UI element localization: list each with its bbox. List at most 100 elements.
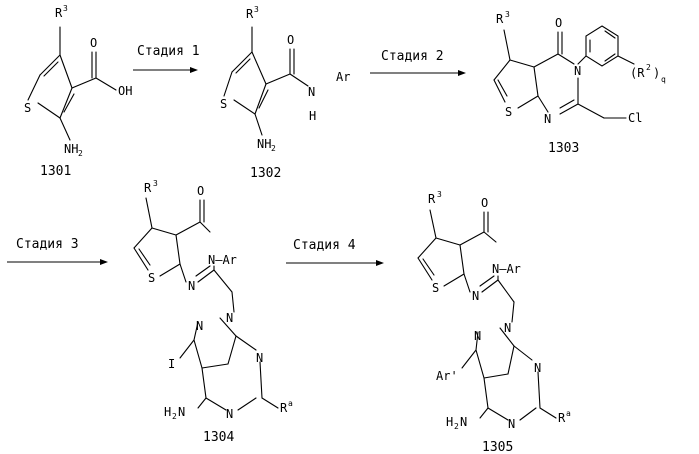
bond	[460, 245, 464, 274]
bond	[260, 362, 262, 398]
bond	[290, 74, 308, 86]
bond	[180, 340, 194, 358]
atom-ar-prime: Ar'	[436, 369, 458, 383]
atom-superscript: 3	[153, 179, 158, 188]
bond	[560, 104, 578, 114]
atom-n: N	[226, 311, 233, 325]
atom-r: R	[246, 7, 254, 21]
atom-n: N	[474, 329, 481, 343]
bond	[198, 398, 206, 408]
atom-n: N	[534, 361, 541, 375]
bond	[134, 228, 152, 248]
bond	[538, 372, 540, 408]
bond	[60, 88, 72, 118]
atom-h2n: H	[164, 405, 171, 419]
stage-1-label: Стадия 1	[137, 44, 200, 59]
stage-4-arrow: Стадия 4	[286, 238, 384, 266]
atom-n-ar: N—Ar	[492, 262, 521, 276]
atom-i: I	[168, 357, 175, 371]
bond	[234, 100, 255, 114]
compound-label-1301: 1301	[40, 164, 71, 179]
bond	[176, 222, 200, 235]
atom-n: N	[574, 64, 581, 78]
bond	[96, 78, 116, 90]
bond	[180, 264, 186, 282]
bond	[514, 346, 532, 360]
bond	[206, 398, 226, 410]
bond	[464, 274, 470, 292]
atom-s: S	[432, 281, 439, 295]
bond	[418, 238, 436, 258]
bond	[498, 280, 514, 302]
bond	[202, 364, 228, 368]
arrow-head	[376, 260, 384, 266]
bond	[146, 198, 152, 228]
atom-r: R	[144, 181, 152, 195]
bond	[202, 368, 206, 398]
compound-1302: R 3 S O N H Ar NH 2 1302	[220, 5, 350, 181]
atom-h2n: H	[446, 415, 453, 429]
bond	[423, 259, 434, 275]
atom-o: O	[287, 33, 294, 47]
atom-superscript: 3	[63, 4, 68, 13]
bond	[605, 54, 615, 61]
bond	[38, 103, 60, 118]
bond	[444, 274, 464, 286]
bond	[232, 292, 234, 312]
bond	[512, 302, 514, 322]
atom-r: R	[496, 12, 504, 26]
bond	[152, 228, 176, 235]
atom-o: O	[555, 16, 562, 30]
bond	[255, 84, 266, 114]
arrow-head	[190, 67, 198, 73]
atom-superscript: a	[288, 399, 293, 408]
bond	[262, 398, 278, 408]
compound-label-1303: 1303	[548, 141, 579, 156]
atom-cl: Cl	[628, 111, 642, 125]
bond	[238, 398, 256, 410]
stage-2-label: Стадия 2	[381, 49, 444, 64]
atom-r2-open: (R	[630, 66, 645, 80]
atom-nh2: NH	[64, 142, 78, 156]
bond	[266, 74, 290, 84]
bond	[40, 55, 60, 75]
atom-n: N	[256, 351, 263, 365]
bond	[60, 118, 70, 140]
bond	[214, 270, 232, 292]
bond	[534, 67, 538, 96]
compound-1303: R 3 S N N O Cl (R 2 ) q 1303	[494, 10, 666, 156]
atom-s: S	[505, 105, 512, 119]
bond	[236, 336, 256, 350]
bond	[200, 222, 210, 232]
bond	[460, 232, 484, 245]
bond	[578, 104, 604, 118]
bond	[508, 346, 514, 374]
atom-subscript: 2	[78, 149, 83, 158]
compound-1301: R 3 S O OH NH 2 1301	[24, 4, 132, 179]
compound-1305: R 3 S N N—Ar O N N N N Ar' R a H 2 N 130…	[418, 190, 571, 454]
atom-r2-close: )	[653, 66, 660, 80]
bond	[558, 54, 574, 64]
atom-oh: OH	[118, 84, 132, 98]
bond	[72, 78, 96, 88]
compound-label-1305: 1305	[482, 440, 513, 454]
atom-n-ar: N—Ar	[208, 253, 237, 267]
atom-n: N	[504, 321, 511, 335]
compound-label-1304: 1304	[203, 430, 234, 445]
bond	[484, 374, 508, 378]
atom-superscript: a	[566, 409, 571, 418]
bond	[578, 56, 586, 64]
atom-nh2: NH	[257, 137, 271, 151]
atom-n: N	[308, 85, 315, 99]
bond	[176, 235, 180, 264]
arrow-head	[100, 259, 108, 265]
atom-n: N	[178, 405, 185, 419]
atom-r: R	[55, 6, 63, 20]
atom-ar: Ar	[336, 70, 350, 84]
atom-n: N	[460, 415, 467, 429]
arrow-head	[458, 70, 466, 76]
stage-2-arrow: Стадия 2	[370, 49, 466, 76]
bond	[518, 96, 538, 108]
compound-1304: R 3 S N N—Ar O N N N N I R a H 2 N 1304	[134, 179, 293, 445]
